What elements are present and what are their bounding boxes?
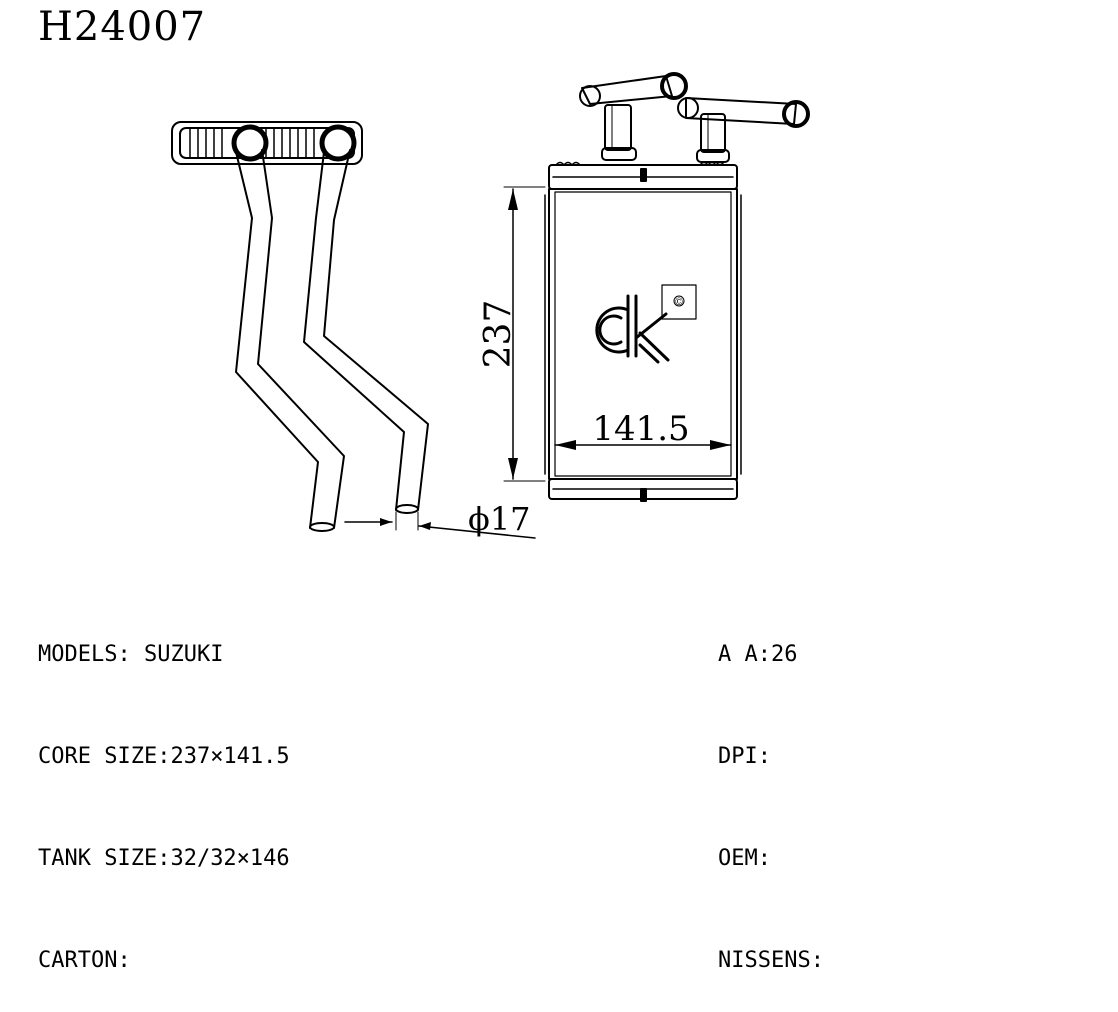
specs-right: A A:26 DPI: OEM: NISSENS:: [718, 570, 824, 1012]
spec-row-tank-size: TANK SIZE:32/32×146: [38, 846, 290, 871]
spec-row-dpi: DPI:: [718, 744, 771, 769]
spec-row-carton: CARTON:: [38, 948, 131, 973]
spec-row-core-size: CORE SIZE:237×141.5: [38, 744, 290, 769]
height-dimension-label: 237: [478, 300, 519, 369]
spec-row-oem: OEM:: [718, 846, 771, 871]
trademark-box: [661, 284, 697, 320]
ck-logo: [595, 294, 670, 364]
width-dimension-label: 141.5: [592, 409, 689, 449]
technical-drawing: 237 141.5 ϕ17 ©: [171, 72, 810, 539]
front-view: [503, 72, 810, 502]
side-view-pipe-left: [235, 151, 319, 529]
front-view-inlet-pipe: [579, 72, 688, 161]
side-view: [171, 121, 536, 539]
part-number-title: H24007: [38, 4, 207, 50]
spec-row-models: MODELS: SUZUKI: [38, 642, 224, 667]
side-view-pipe-right: [303, 151, 405, 511]
logo-trademark: ©: [674, 297, 684, 308]
spec-row-aa: A A:26: [718, 642, 798, 667]
front-view-outlet-pipe: [677, 97, 810, 163]
spec-row-nissens: NISSENS:: [718, 948, 824, 973]
pipe-diameter-label: ϕ17: [468, 500, 531, 538]
specs-left: MODELS: SUZUKI CORE SIZE:237×141.5 TANK …: [38, 570, 290, 1012]
side-view-tank: [171, 121, 363, 165]
side-view-tank-ribs: [189, 127, 315, 159]
